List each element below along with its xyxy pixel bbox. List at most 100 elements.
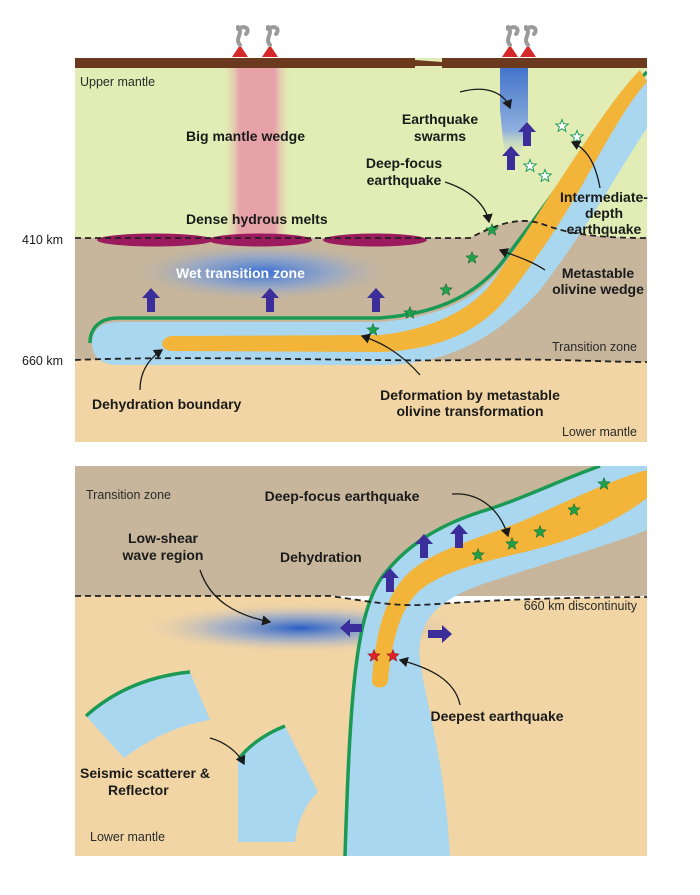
leader-deep-focus: [444, 181, 493, 224]
star-green-2: [465, 250, 479, 264]
leader-swarms: [459, 88, 513, 110]
star-red-1: [367, 648, 381, 662]
label-earthquake-swarms-1: Earthquake: [402, 111, 478, 127]
label-660-km: 660 km: [22, 354, 63, 368]
discontinuity-660-line: [75, 357, 647, 363]
earthquake-swarm-zone: [500, 62, 528, 160]
label-seismic-scatterer-2: Reflector: [108, 782, 169, 798]
melt-lens-2: [208, 233, 312, 247]
lateral-arrows: [340, 619, 452, 643]
scatterer-fragment-2: [238, 726, 318, 842]
label-earthquake-swarms-2: swarms: [414, 128, 466, 144]
label-deepest-earthquake: Deepest earthquake: [430, 708, 563, 724]
leader-deepest: [398, 656, 461, 706]
star-green-b4: [505, 536, 519, 550]
up-arrow-b1: [381, 568, 399, 592]
star-green-b1: [597, 476, 611, 490]
label-dehydration: Dehydration: [280, 549, 362, 565]
leader-deep-focus-bottom: [451, 493, 511, 538]
discontinuity-660-bottom: [75, 595, 647, 606]
star-green-1: [485, 222, 499, 236]
label-deformation-2: olivine transformation: [396, 403, 543, 419]
label-lower-mantle-bottom: Lower mantle: [90, 830, 165, 844]
label-low-shear-1: Low-shear: [128, 530, 199, 546]
label-low-shear-2: wave region: [122, 547, 204, 563]
scatterer-fragment-1: [86, 672, 210, 758]
up-arrow-b2: [415, 534, 433, 558]
label-transition-zone-top: Transition zone: [552, 340, 637, 354]
leader-deformation: [360, 333, 421, 376]
deep-focus-stars: [366, 222, 499, 336]
lower-mantle-layer: [75, 358, 647, 442]
leader-dehydration-boundary: [139, 349, 164, 391]
dehydration-arrows-top: [142, 122, 536, 312]
label-intermediate-3: earthquake: [567, 221, 642, 237]
melt-lens-1: [97, 233, 213, 247]
label-lower-mantle-top: Lower mantle: [562, 425, 637, 439]
leader-low-shear: [199, 569, 272, 626]
leader-arrows-bottom: [199, 493, 511, 766]
label-intermediate-1: Intermediate-: [560, 189, 648, 205]
label-upper-mantle: Upper mantle: [80, 75, 155, 89]
label-660-discontinuity: 660 km discontinuity: [524, 599, 638, 613]
star-white-2: [569, 129, 585, 144]
intermediate-stars: [522, 118, 585, 183]
label-metastable-1: Metastable: [562, 265, 635, 281]
up-arrow-2: [261, 288, 279, 312]
label-deep-focus-1: Deep-focus: [366, 155, 442, 171]
volcanoes: [232, 25, 538, 57]
bottom-labels: Transition zone Deep-focus earthquake Lo…: [80, 488, 638, 844]
metastable-wedge-bottom: [371, 470, 647, 688]
up-arrow-b3: [450, 524, 468, 548]
label-intermediate-2: depth: [585, 205, 623, 221]
label-big-mantle-wedge: Big mantle wedge: [186, 128, 305, 144]
slab-bottom-edge: [343, 466, 601, 856]
top-labels: Upper mantle Big mantle wedge Earthquake…: [22, 75, 648, 439]
top-panel: [75, 58, 647, 442]
label-dehydration-boundary: Dehydration boundary: [92, 396, 242, 412]
star-white-3: [522, 158, 538, 173]
volcano-3: [502, 25, 520, 57]
star-green-b5: [471, 547, 485, 561]
leader-metastable: [498, 248, 546, 271]
label-dense-hydrous-melts: Dense hydrous melts: [186, 211, 328, 227]
scatterer-edge-1: [84, 670, 191, 718]
crust-left: [75, 58, 415, 68]
star-green-b3: [533, 524, 547, 538]
slab-bottom: [345, 466, 647, 856]
label-seismic-scatterer-1: Seismic scatterer &: [80, 765, 210, 781]
label-deep-focus-2: earthquake: [367, 172, 442, 188]
volcano-2: [262, 25, 280, 57]
label-deformation-1: Deformation by metastable: [380, 387, 560, 403]
label-metastable-2: olivine wedge: [552, 281, 644, 297]
dehydration-arrows-bottom: [381, 524, 468, 592]
deep-focus-stars-bottom: [471, 476, 611, 561]
label-transition-zone-bottom: Transition zone: [86, 488, 171, 502]
deepest-stars: [367, 648, 400, 662]
label-wet-transition-zone: Wet transition zone: [176, 265, 305, 281]
star-green-4: [403, 305, 417, 319]
mantle-plume: [222, 64, 292, 242]
up-arrow-1: [142, 288, 160, 312]
right-arrow: [428, 625, 452, 643]
melt-lens-3: [323, 233, 427, 247]
up-arrow-3: [367, 288, 385, 312]
crust-gap: [415, 60, 442, 66]
leader-intermediate: [570, 140, 601, 189]
label-410-km: 410 km: [22, 233, 63, 247]
star-white-4: [537, 168, 553, 183]
metastable-olivine-wedge: [162, 70, 647, 352]
label-deep-focus-bottom: Deep-focus earthquake: [265, 488, 420, 504]
up-arrow-4: [502, 146, 520, 170]
volcano-1: [232, 25, 250, 57]
crust-right: [442, 58, 647, 68]
star-green-b2: [567, 502, 581, 516]
wet-transition-zone-glow: [127, 242, 397, 302]
star-green-3: [439, 282, 453, 296]
leader-arrows-top: [139, 88, 601, 391]
left-arrow: [340, 619, 362, 637]
volcano-4: [520, 25, 538, 57]
leader-scatterer: [209, 737, 246, 766]
star-red-2: [386, 648, 400, 662]
up-arrow-5: [518, 122, 536, 146]
